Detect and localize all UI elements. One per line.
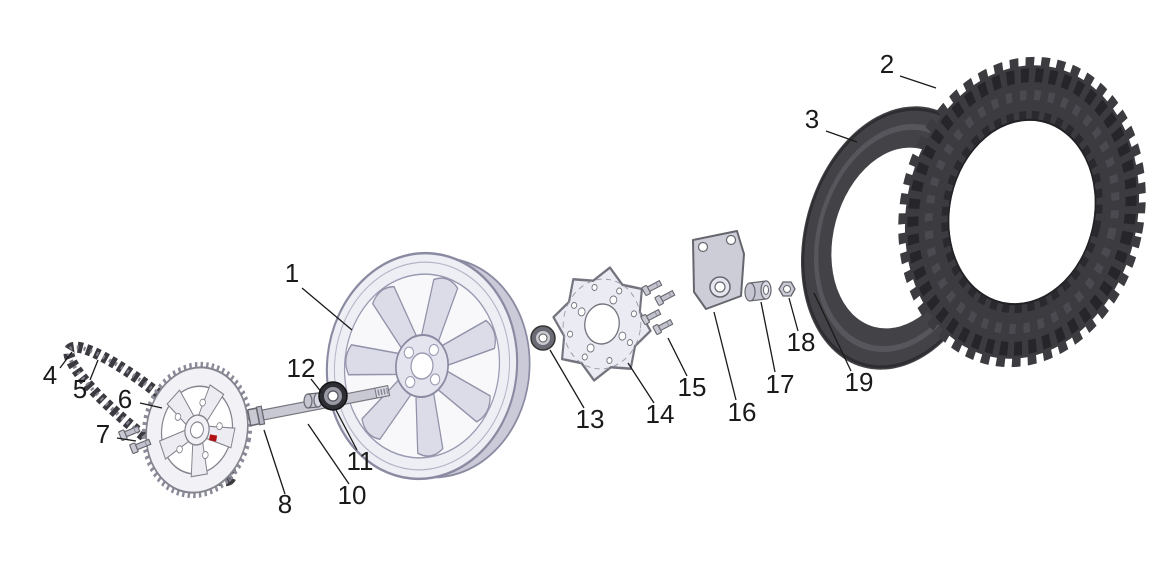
part-label-5: 5 [73, 374, 87, 404]
leader-line-17 [760, 301, 776, 373]
part-label-15: 15 [678, 372, 707, 402]
sprocket-logo [209, 434, 218, 442]
leader-line-2 [899, 75, 937, 89]
axle-nut-part [778, 281, 796, 297]
leader-line-10 [307, 423, 350, 485]
part-label-2: 2 [880, 49, 894, 79]
leader-line-5 [89, 359, 99, 381]
leader-line-18 [788, 297, 799, 332]
part-label-13: 13 [576, 404, 605, 434]
part-label-17: 17 [766, 369, 795, 399]
part-label-8: 8 [278, 489, 292, 519]
brake-disc-part [552, 266, 652, 382]
leader-line-1 [301, 287, 353, 331]
leader-lines [59, 75, 937, 495]
part-label-4: 4 [43, 360, 57, 390]
leader-line-7 [116, 437, 137, 442]
leader-line-11 [335, 409, 358, 451]
leader-line-8 [263, 429, 286, 495]
leader-line-19 [813, 292, 852, 372]
caliper-bracket-part [692, 230, 745, 310]
leader-line-6 [139, 402, 163, 409]
leader-line-15 [667, 337, 688, 377]
leader-line-3 [825, 130, 858, 143]
wheel-part [325, 251, 531, 481]
part-labels: 1 2 3 4 5 6 7 8 10 11 12 13 14 15 16 17 … [43, 49, 894, 519]
part-label-1: 1 [285, 258, 299, 288]
brake-side-bearing-part [530, 325, 556, 351]
leader-line-14 [627, 362, 655, 404]
part-label-16: 16 [728, 397, 757, 427]
part-label-10: 10 [338, 480, 367, 510]
part-label-14: 14 [646, 399, 675, 429]
sprocket-part [141, 361, 253, 499]
tire-part [898, 56, 1146, 368]
part-label-3: 3 [805, 104, 819, 134]
part-label-18: 18 [787, 327, 816, 357]
part-label-11: 11 [347, 446, 374, 476]
axle-sleeve-part [744, 280, 772, 302]
part-label-7: 7 [96, 419, 110, 449]
leader-line-12 [310, 378, 323, 394]
leader-line-16 [713, 311, 737, 401]
leader-line-4 [59, 351, 73, 369]
wheel-bearing-part [318, 381, 348, 411]
part-label-12: 12 [287, 353, 316, 383]
leader-line-13 [549, 349, 585, 409]
part-label-6: 6 [118, 384, 132, 414]
part-label-19: 19 [845, 367, 874, 397]
